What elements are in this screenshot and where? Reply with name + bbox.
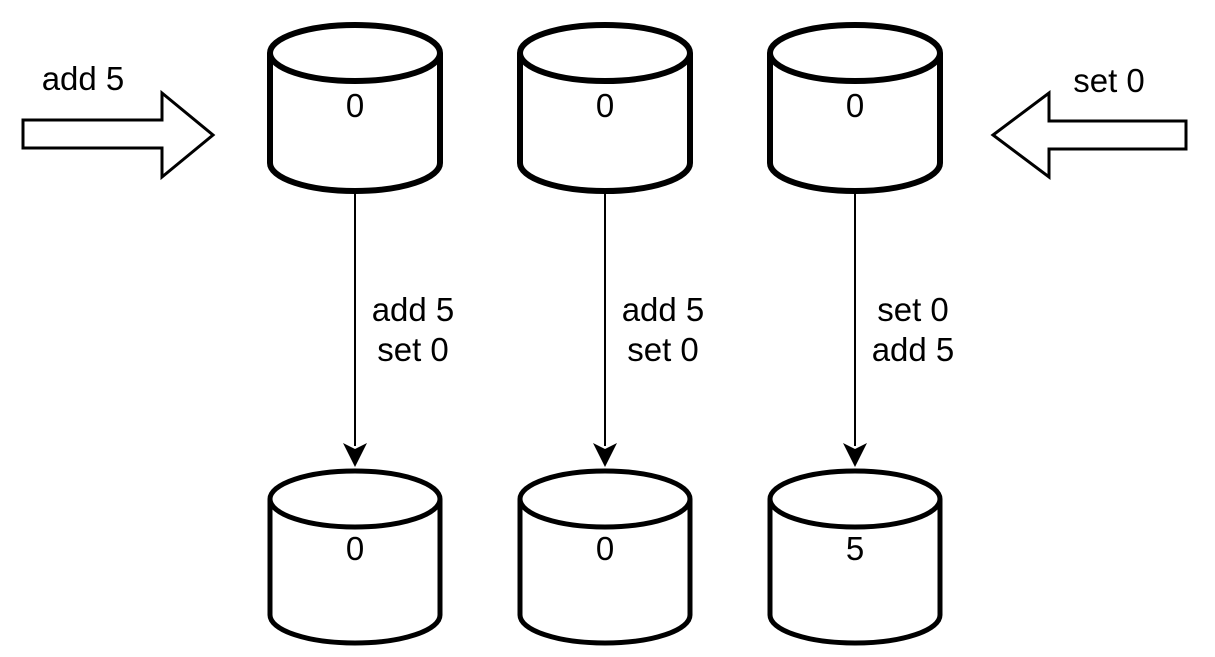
incoming-left-label: add 5 [42,60,125,97]
incoming-right-label: set 0 [1073,62,1145,99]
database-icon [267,53,443,194]
database-top-icon [517,22,693,84]
replica-after-3-value: 5 [846,530,864,567]
transition-1-op-2: set 0 [377,331,449,368]
transition-3-op-1: set 0 [877,291,949,328]
arrowhead-down-icon [593,443,617,467]
database-icon [767,53,943,194]
database-top-icon [767,22,943,84]
database-top-icon [767,468,943,530]
replica-after-2-value: 0 [596,530,614,567]
replica-after-1: 0 [267,468,443,646]
transition-1: add 5 set 0 [343,193,454,467]
database-top-icon [267,22,443,84]
replica-before-2-value: 0 [596,87,614,124]
transition-3-op-2: add 5 [872,331,955,368]
replica-before-1-value: 0 [346,87,364,124]
replica-after-3: 5 [767,468,943,646]
replica-before-3: 0 [767,22,943,194]
replica-after-2: 0 [517,468,693,646]
database-icon [517,53,693,194]
incoming-operation-left: add 5 [21,60,216,181]
transition-2-op-2: set 0 [627,331,699,368]
arrow-right-icon [21,89,216,181]
transition-3: set 0 add 5 [843,193,954,467]
arrowhead-down-icon [343,443,367,467]
transition-2: add 5 set 0 [593,193,704,467]
arrowhead-down-icon [843,443,867,467]
database-top-icon [267,468,443,530]
arrow-left-icon [990,90,1188,180]
replica-before-1: 0 [267,22,443,194]
database-icon [267,499,443,646]
transition-1-op-1: add 5 [372,291,455,328]
database-top-icon [517,468,693,530]
transition-2-op-1: add 5 [622,291,705,328]
replica-after-1-value: 0 [346,530,364,567]
database-icon [767,499,943,646]
replica-before-3-value: 0 [846,87,864,124]
replica-before-2: 0 [517,22,693,194]
database-icon [517,499,693,646]
incoming-operation-right: set 0 [990,62,1188,180]
